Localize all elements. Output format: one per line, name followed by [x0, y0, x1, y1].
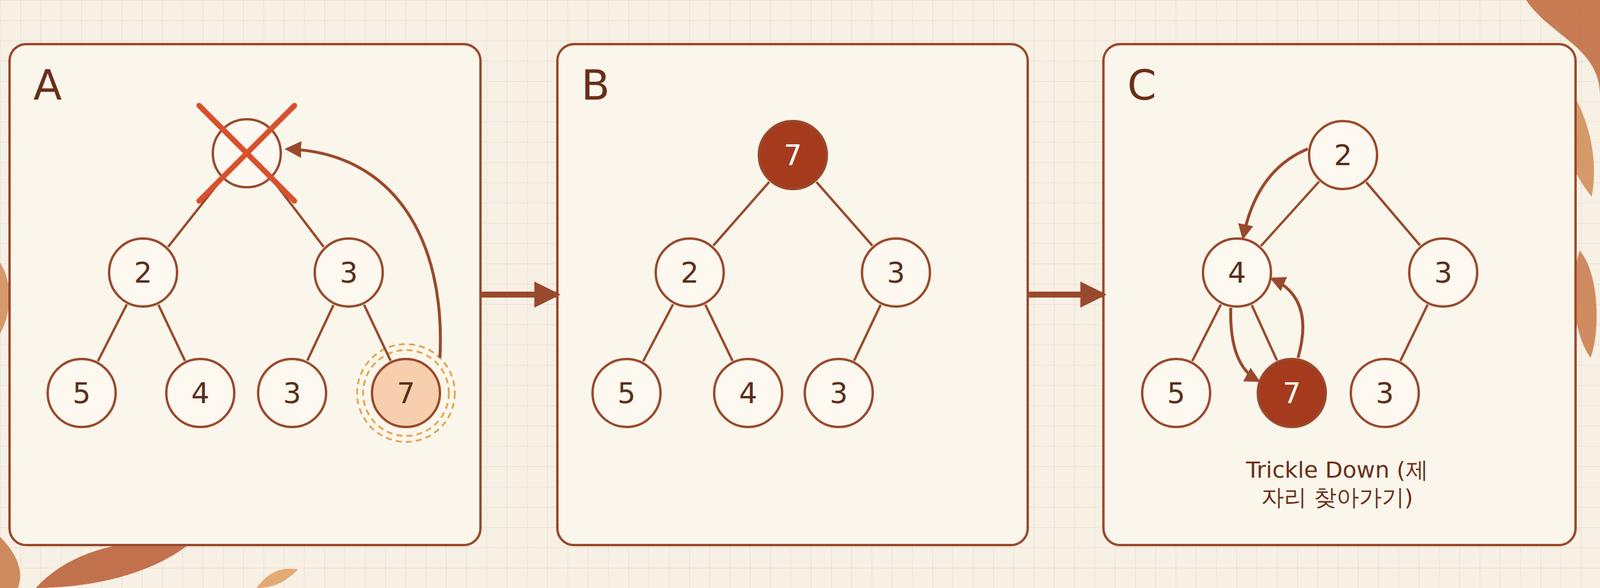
move-arrow	[287, 149, 441, 358]
heap-node: 2	[653, 236, 726, 309]
heap-node: 5	[45, 357, 118, 429]
node-value: 3	[802, 357, 875, 429]
step-panel: B723543	[556, 42, 1029, 547]
heap-node: 7	[757, 119, 829, 191]
tree-edge	[854, 304, 881, 361]
heap-node: 2	[107, 236, 179, 309]
heap-node: 5	[590, 357, 663, 429]
tree-edge	[364, 304, 391, 361]
node-value: 7	[1256, 357, 1328, 429]
swap-arrow	[1272, 278, 1303, 358]
tree-edge	[1192, 304, 1221, 362]
heap-node: 4	[1201, 236, 1273, 309]
swap-arrow	[1230, 307, 1258, 381]
tree-edge	[97, 304, 127, 361]
node-value: 2	[107, 236, 179, 309]
heap-node: 5	[1140, 357, 1212, 429]
step-panel: A235437	[8, 42, 482, 547]
heap-node: 3	[1349, 357, 1421, 429]
node-value: 5	[590, 357, 663, 429]
node-value: 4	[164, 357, 237, 429]
panel-letter: B	[581, 60, 610, 110]
heap-node: 3	[860, 236, 932, 309]
step-caption: Trickle Down (제자리 찾아가기)	[1235, 456, 1439, 511]
tree-edge	[643, 304, 674, 362]
panel-letter: C	[1127, 60, 1157, 110]
highlight-ring	[357, 343, 455, 442]
delete-cross	[199, 105, 295, 201]
node-value: 3	[1349, 357, 1421, 429]
heap-node: 7	[1256, 357, 1328, 429]
heap-node: 4	[712, 357, 784, 429]
node-value: 3	[256, 357, 328, 429]
node-value: 7	[370, 357, 442, 429]
tree-edge	[816, 181, 873, 246]
node-value: 3	[312, 236, 385, 309]
heap-node: 3	[312, 236, 385, 309]
tree-edge	[713, 181, 770, 246]
tree-edge	[1260, 181, 1320, 247]
node-value: 2	[653, 236, 726, 309]
tree-edge	[307, 304, 334, 361]
node-value: 3	[860, 236, 932, 309]
node-value: 4	[712, 357, 784, 429]
heap-node: 2	[1307, 119, 1379, 191]
swap-arrow	[1242, 149, 1308, 238]
heap-node: 4	[164, 357, 237, 429]
node-value: 7	[757, 119, 829, 191]
highlight-ring	[363, 349, 449, 436]
node-value: 2	[1307, 119, 1379, 191]
heap-node: 7	[370, 357, 442, 429]
heap-node: 3	[1407, 236, 1479, 309]
node-value: 5	[45, 357, 118, 429]
node-value: 4	[1201, 236, 1273, 309]
step-arrow	[481, 291, 557, 298]
tree-edge	[158, 304, 185, 361]
step-arrow	[1028, 291, 1103, 298]
tree-edge	[1251, 305, 1277, 361]
tree-edge	[705, 304, 733, 361]
node-value: 3	[1407, 236, 1479, 309]
heap-node: 3	[256, 357, 328, 429]
delete-cross	[199, 105, 295, 201]
tree-edge	[1366, 182, 1420, 246]
panel-fill	[8, 42, 1577, 547]
node-value: 5	[1140, 357, 1212, 429]
panel-letter: A	[33, 60, 62, 110]
heap-node: 3	[802, 357, 875, 429]
tree-edge	[1400, 304, 1428, 361]
